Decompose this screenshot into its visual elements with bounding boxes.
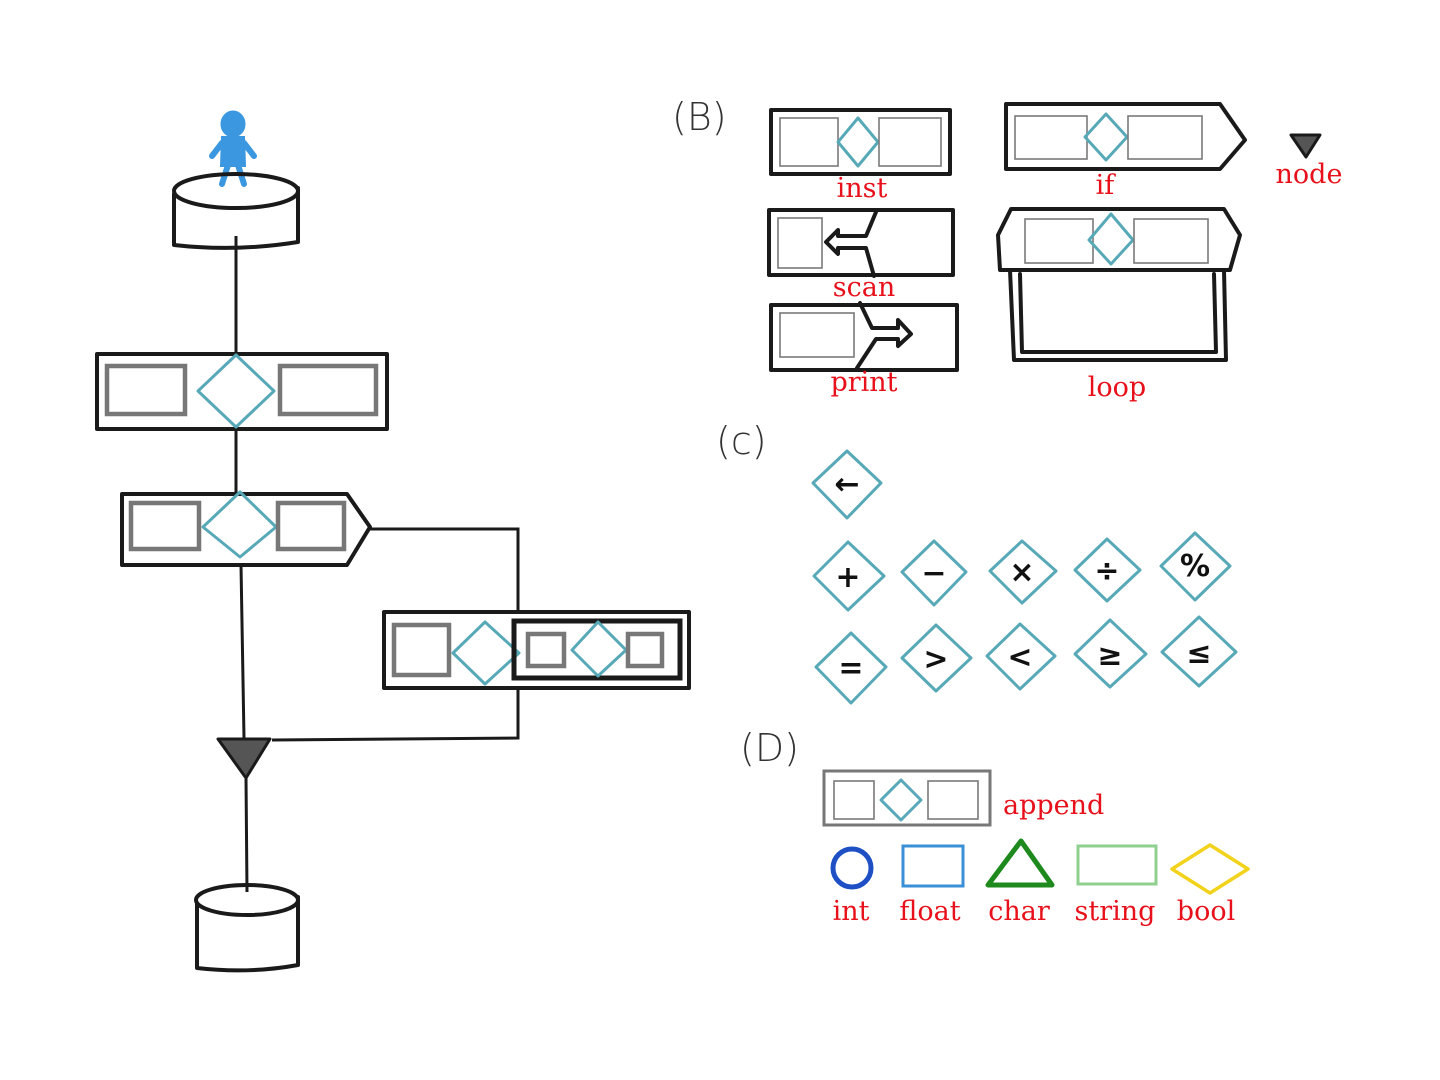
if-label: if: [1096, 170, 1117, 201]
scan-block-template: [767, 208, 955, 278]
loop-block-template: [996, 207, 1242, 362]
operator-divide: ÷: [1073, 537, 1142, 603]
svg-text:=: =: [838, 651, 863, 686]
merge-node-icon: [216, 737, 272, 780]
int-label: int: [833, 896, 870, 927]
scan-label: scan: [833, 272, 895, 303]
print-label: print: [830, 367, 897, 398]
svg-text:≥: ≥: [1097, 638, 1122, 673]
operator-plus: +: [812, 540, 886, 612]
svg-text:+: +: [835, 560, 860, 595]
int-type-icon: [830, 846, 874, 890]
inst-label: inst: [837, 173, 888, 204]
if-block-example: [120, 490, 372, 567]
operator-modulo: %: [1159, 531, 1232, 602]
svg-text:×: ×: [1009, 555, 1034, 590]
true-branch: [370, 527, 520, 612]
operator-minus: −: [900, 539, 968, 607]
operator-less: <: [985, 622, 1057, 691]
operator-equal: =: [814, 631, 888, 705]
append-block-template: [822, 769, 992, 827]
svg-text:<: <: [1007, 640, 1032, 675]
operator-greater-equal: ≥: [1073, 618, 1148, 689]
float-type-icon: [901, 844, 965, 888]
svg-text:÷: ÷: [1094, 554, 1119, 589]
operators-row-2: = > < ≥ ≤: [814, 615, 1238, 705]
end-terminal: [194, 883, 300, 973]
bool-type-icon: [1170, 843, 1250, 895]
float-label: float: [899, 896, 960, 927]
nested-block-example: [382, 610, 691, 690]
svg-text:−: −: [921, 556, 946, 591]
operator-greater: >: [900, 623, 973, 693]
svg-text:>: >: [923, 642, 948, 677]
bool-label: bool: [1177, 896, 1235, 927]
assign-operator-label: ←: [834, 467, 859, 502]
char-label: char: [988, 896, 1050, 927]
operator-assign: ←: [811, 449, 883, 520]
connector: [239, 564, 246, 739]
merge-branch: [271, 688, 520, 742]
type-legend: int float char string bool: [830, 838, 1250, 927]
user-icon: [209, 110, 257, 187]
flowchart-example: [95, 110, 691, 973]
inst-block-example: [95, 352, 389, 431]
node-label: node: [1276, 159, 1343, 190]
print-block-template: [769, 301, 959, 372]
operators-row-1: + − × ÷ %: [812, 531, 1232, 612]
char-type-icon: [985, 838, 1055, 888]
svg-text:≤: ≤: [1186, 636, 1211, 671]
operator-less-equal: ≤: [1160, 615, 1238, 688]
node-icon: [1289, 133, 1322, 159]
if-block-template: [1004, 102, 1247, 171]
section-c-heading: (c): [716, 419, 767, 463]
svg-text:%: %: [1180, 549, 1210, 584]
inst-block-template: [769, 108, 952, 176]
loop-label: loop: [1088, 372, 1146, 403]
operator-multiply: ×: [988, 539, 1058, 605]
connector: [244, 777, 249, 893]
string-label: string: [1075, 896, 1156, 927]
section-b-heading: (B): [672, 95, 727, 139]
section-d-heading: (D): [740, 726, 799, 770]
append-label: append: [1003, 790, 1104, 821]
string-type-icon: [1076, 844, 1158, 886]
